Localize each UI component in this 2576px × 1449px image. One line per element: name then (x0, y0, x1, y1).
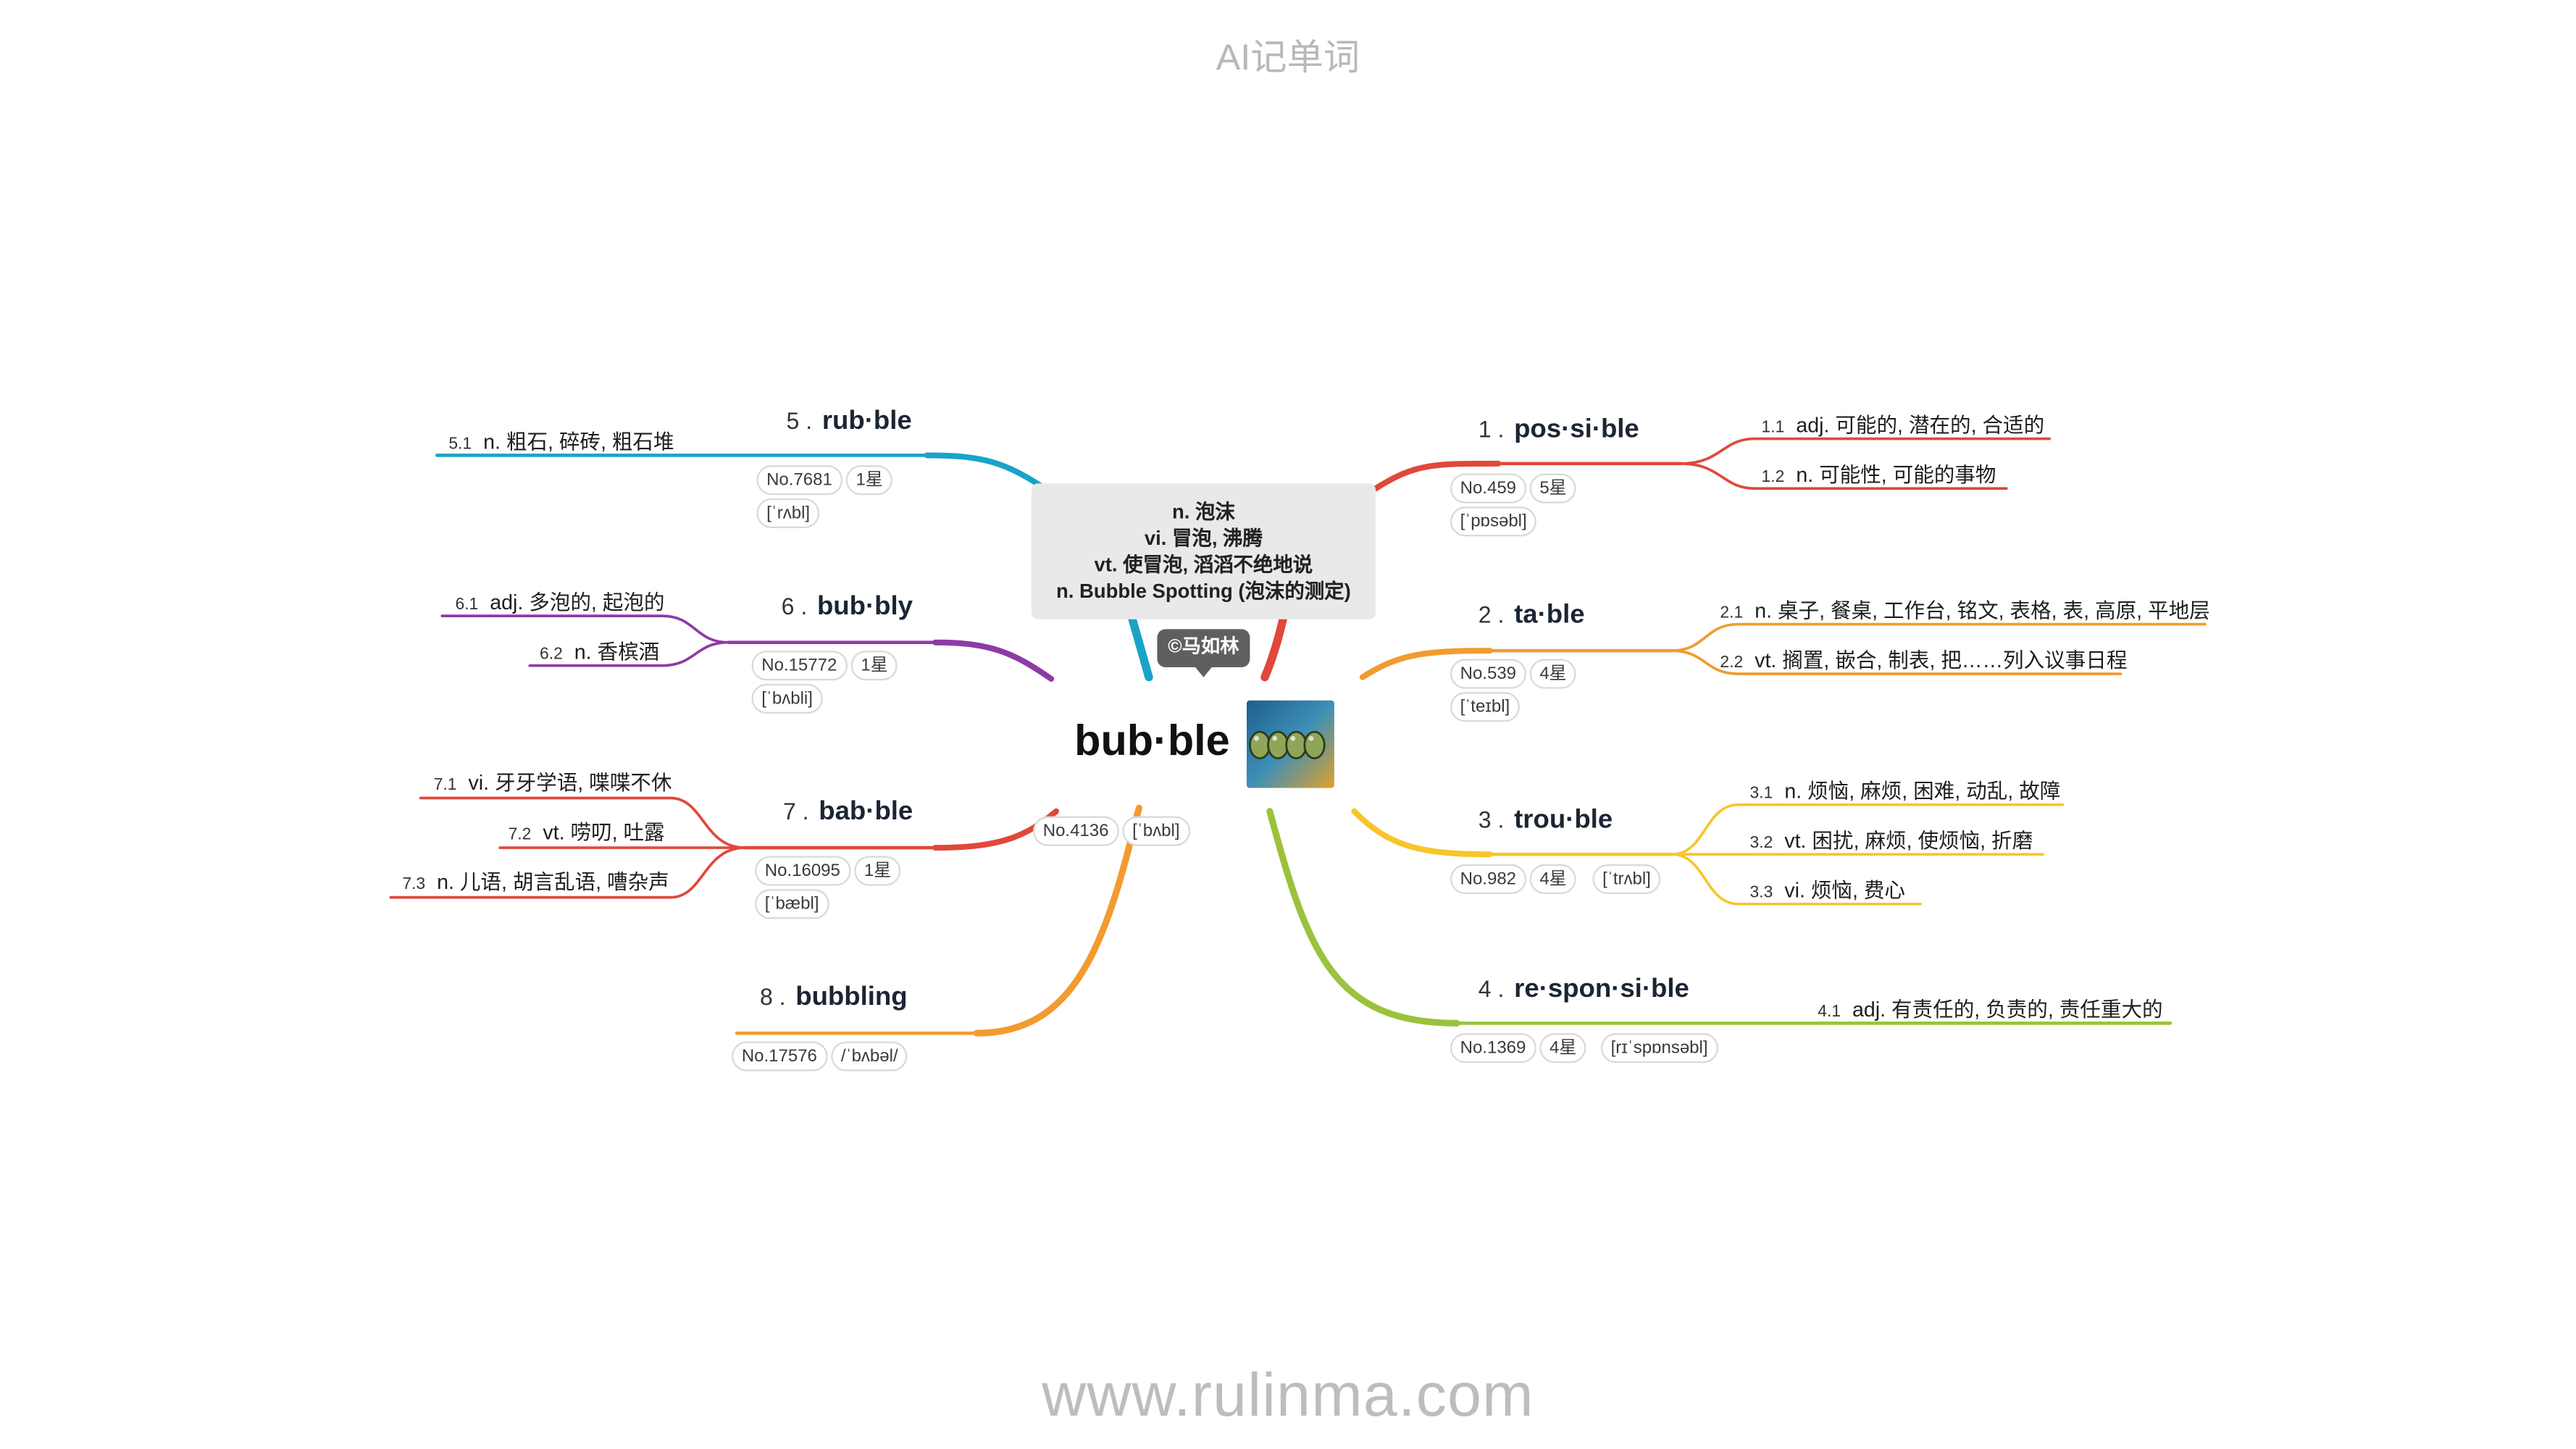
branch-word-7: 7 .bab·ble (782, 798, 913, 827)
center-connector-top-left (1128, 614, 1153, 682)
page-title: AI记单词 (1216, 36, 1360, 78)
frequency-tag: No.16095 (755, 856, 850, 886)
branch-word-3: 3 .trou·ble (1478, 806, 1613, 835)
definition-callout: n. 泡沫 vi. 冒泡, 沸腾 vt. 使冒泡, 滔滔不绝地说 n. Bubb… (1031, 483, 1376, 619)
website-url: www.rulinma.com (1042, 1361, 1534, 1429)
bubbles-photo-icon (1246, 700, 1334, 788)
leaf-line-3-3 (1670, 853, 1922, 906)
ipa-tag: [rɪˈspɒnsəbl] (1600, 1033, 1718, 1064)
frequency-tag: No.982 (1450, 864, 1526, 895)
star-tag: 1星 (845, 465, 893, 496)
star-tag: 4星 (1529, 864, 1577, 895)
definition-line: n. 泡沫 (1171, 500, 1235, 524)
center-frequency-tag: No.4136 (1033, 816, 1119, 846)
branch-word-8: 8 .bubbling (759, 983, 908, 1012)
branch-word-6: 6 .bub·bly (781, 593, 913, 621)
star-tag: 1星 (850, 651, 898, 681)
ipa-tag: [ˈteɪbl] (1450, 692, 1520, 722)
definition-line: vi. 冒泡, 沸腾 (1144, 526, 1263, 550)
star-tag: 4星 (1539, 1033, 1587, 1064)
ipa-tag: [ˈpɒsəbl] (1450, 506, 1537, 537)
branch-line-1 (1373, 460, 1502, 492)
leaf-line-1-2 (1678, 462, 2008, 490)
leaf-line-1-1 (1678, 437, 2052, 465)
branch-line-4 (1266, 808, 1460, 1027)
leaf-line-6-1 (440, 614, 730, 644)
star-tag: 1星 (854, 856, 901, 886)
frequency-tag: No.17576 (732, 1041, 827, 1072)
frequency-tag: No.459 (1450, 473, 1526, 504)
copyright-badge: ©马如林 (1157, 629, 1250, 677)
leaf-line-7-3 (389, 846, 747, 899)
branch-line-5 (924, 452, 1043, 488)
frequency-tag: No.539 (1450, 659, 1526, 689)
star-tag: 5星 (1529, 473, 1577, 504)
branch-line-8 (973, 804, 1142, 1037)
branch-line-2 (1359, 648, 1493, 680)
center-ipa-tag: [ˈbʌbl] (1122, 816, 1190, 846)
center-word: bub·ble (1074, 715, 1230, 765)
branch-word-1: 1 .pos·si·ble (1478, 415, 1639, 444)
branch-word-4: 4 .re·spon·si·ble (1478, 975, 1689, 1003)
definition-line: n. Bubble Spotting (泡沫的测定) (1056, 579, 1351, 603)
frequency-tag: No.7681 (756, 465, 842, 496)
ipa-tag: [ˈbʌbli] (751, 683, 823, 714)
frequency-tag: No.15772 (751, 651, 848, 681)
ipa-tag: [ˈbæbl] (755, 889, 829, 919)
leaf-line-2-2 (1670, 649, 2123, 675)
branch-line-6 (932, 639, 1055, 682)
leaf-line-7-1 (419, 796, 747, 849)
branch-word-5: 5 .rub·ble (786, 407, 912, 436)
ipa-tag: [ˈrʌbl] (756, 498, 820, 529)
center-connector-top-right (1260, 614, 1287, 682)
leaf-line-3-1 (1670, 803, 2065, 856)
star-tag: 4星 (1529, 659, 1577, 689)
leaf-line-6-2 (528, 640, 730, 667)
frequency-tag: No.1369 (1450, 1033, 1536, 1064)
leaf-line-2-1 (1670, 622, 2207, 652)
ipa-tag: /ˈbʌbəl/ (831, 1041, 908, 1072)
ipa-tag: [ˈtrʌbl] (1592, 864, 1661, 895)
branch-line-3 (1351, 808, 1493, 858)
branch-word-2: 2 .ta·ble (1478, 601, 1585, 630)
definition-line: vt. 使冒泡, 滔滔不绝地说 (1094, 553, 1313, 577)
